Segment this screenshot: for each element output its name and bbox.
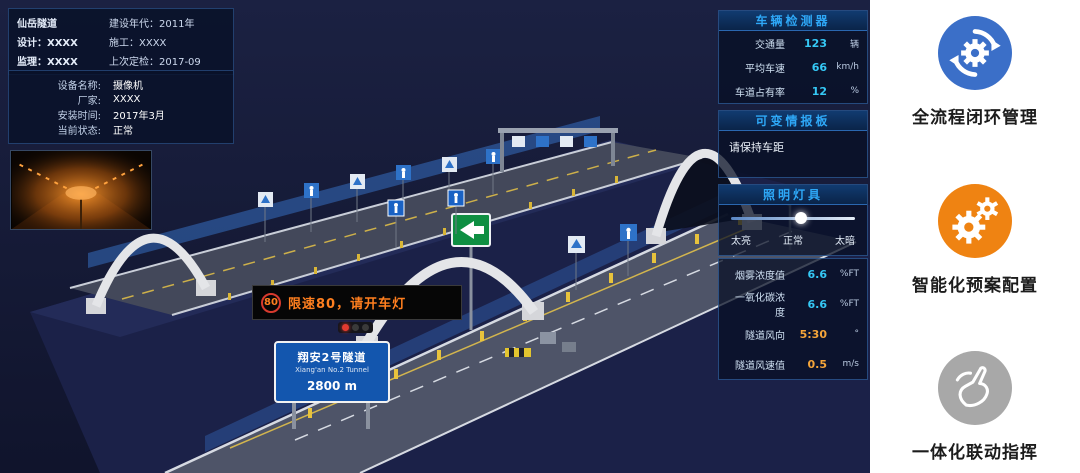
device-row: 设备名称: 摄像机 — [17, 77, 225, 92]
device-info-panel: 设备名称: 摄像机 厂家: XXXX 安装时间: 2017年3月 当前状态: 正… — [8, 70, 234, 144]
wind-speed-unit: m/s — [842, 359, 860, 369]
guide-sign-title: 翔安2号隧道 — [297, 351, 367, 364]
far-roadway — [69, 141, 703, 316]
feature-caption: 智能化预案配置 — [912, 275, 1038, 296]
traffic-volume-label: 交通量 — [755, 39, 785, 51]
sign-gantry — [498, 128, 618, 172]
tunnel-supervisor: 监理：XXXX — [17, 57, 78, 68]
device-row: 当前状态: 正常 — [17, 122, 225, 137]
lane-direction-sign[interactable] — [451, 213, 491, 330]
avg-speed-unit: km/h — [836, 62, 859, 72]
device-row: 厂家: XXXX — [17, 92, 225, 107]
brightness-slider-knob[interactable] — [795, 212, 808, 224]
lane-occupancy-label: 车道占有率 — [735, 87, 785, 99]
device-name-value: 摄像机 — [113, 81, 143, 92]
metric-row: 车道占有率 12 % — [719, 79, 867, 103]
tunnel-last-check: 上次定检：2017-09 — [109, 57, 201, 68]
smoke-density-unit: %FT — [839, 269, 859, 279]
feature-caption: 一体化联动指挥 — [912, 443, 1038, 463]
tunnel-info-panel: 仙岳隧道 建设年代：2011年 设计：XXXX 施工：XXXX 监理：XXXX … — [8, 8, 234, 75]
co-density-value: 6.6 — [807, 297, 828, 311]
metric-row: 隧道风向 5:30 ° — [719, 319, 867, 349]
signal-red-light — [342, 324, 349, 331]
signal-yellow-light — [352, 324, 359, 331]
device-install-label: 安装时间: — [57, 111, 101, 122]
traffic-signal[interactable] — [338, 322, 373, 333]
wind-speed-label: 隧道风速值 — [735, 360, 785, 372]
metric-row: 平均车速 66 km/h — [719, 55, 867, 79]
tunnel-contractor: 施工：XXXX — [109, 38, 167, 49]
brightness-label-too-dark: 太暗 — [835, 236, 855, 247]
device-install-value: 2017年3月 — [113, 111, 165, 122]
vms-panel: 可变情报板 请保持车距 — [718, 110, 868, 178]
overhead-signboards[interactable] — [258, 149, 637, 290]
device-status-value: 正常 — [113, 126, 133, 137]
tunnel-name: 仙岳隧道 — [17, 19, 57, 30]
feature-caption: 全流程闭环管理 — [912, 108, 1038, 128]
vehicle-detector-title: 车辆检测器 — [719, 11, 867, 31]
vms-message-text[interactable]: 请保持车距 — [729, 141, 784, 154]
hand-pointer-icon — [938, 351, 1012, 425]
smoke-density-label: 烟雾浓度值 — [735, 270, 785, 282]
lane-occupancy-value: 12 — [811, 84, 827, 98]
feature-closed-loop[interactable]: 全流程闭环管理 — [912, 16, 1038, 128]
speed-limit-badge: 80 — [261, 292, 281, 313]
environment-panel: 烟雾浓度值 6.6 %FT 一氧化碳浓度 6.6 %FT 隧道风向 5:30 °… — [718, 258, 868, 380]
tunnel-guide-sign[interactable]: 翔安2号隧道 Xiang'an No.2 Tunnel 2800 m — [274, 341, 390, 403]
led-board-text: 限速80，请开车灯 — [288, 297, 407, 312]
vms-title: 可变情报板 — [719, 111, 867, 131]
traffic-volume-unit: 辆 — [849, 39, 859, 50]
lighting-title: 照明灯具 — [719, 185, 867, 205]
cycle-gear-icon — [938, 16, 1012, 90]
metric-row: 交通量 123 辆 — [719, 31, 867, 55]
lighting-panel: 照明灯具 太亮 正常 太暗 — [718, 184, 868, 256]
tunnel-3d-scene[interactable]: 80 限速80，请开车灯 翔安2号隧道 Xiang'an No.2 Tunnel… — [0, 0, 870, 473]
camera-feed-image — [11, 151, 151, 229]
traffic-volume-value: 123 — [804, 36, 827, 50]
device-row: 安装时间: 2017年3月 — [17, 107, 225, 122]
brightness-slider[interactable] — [731, 212, 855, 224]
feature-joint-command[interactable]: 一体化联动指挥 — [912, 351, 1038, 463]
avg-speed-value: 66 — [811, 60, 827, 74]
brightness-label-too-bright: 太亮 — [731, 236, 751, 247]
metric-row: 隧道风速值 0.5 m/s — [719, 349, 867, 379]
tunnel-designer: 设计：XXXX — [17, 38, 78, 49]
gears-icon — [938, 183, 1012, 258]
sign-pole — [366, 403, 370, 429]
device-vendor-value: XXXX — [113, 94, 141, 105]
co-density-label: 一氧化碳浓度 — [735, 293, 785, 319]
metric-row: 一氧化碳浓度 6.6 %FT — [719, 289, 867, 319]
device-name-label: 设备名称: — [57, 81, 101, 92]
wind-speed-value: 0.5 — [807, 357, 828, 371]
sign-pole — [292, 403, 296, 429]
wind-direction-value: 5:30 — [799, 327, 827, 341]
lane-occupancy-unit: % — [850, 86, 859, 96]
wind-direction-label: 隧道风向 — [745, 330, 785, 342]
brightness-label-normal: 正常 — [783, 236, 803, 247]
guide-sign-subtitle: Xiang'an No.2 Tunnel — [295, 366, 369, 374]
device-vendor-label: 厂家: — [77, 96, 101, 107]
signal-green-light — [362, 324, 369, 331]
co-density-unit: %FT — [839, 299, 859, 309]
vehicle-detector-panel: 车辆检测器 交通量 123 辆 平均车速 66 km/h 车道占有率 12 % — [718, 10, 868, 104]
metric-row: 烟雾浓度值 6.6 %FT — [719, 259, 867, 289]
pedestrian-signs[interactable] — [387, 189, 465, 247]
camera-feed-preview — [10, 150, 152, 230]
avg-speed-label: 平均车速 — [745, 63, 785, 75]
feature-sidebar: 全流程闭环管理 — [870, 0, 1080, 473]
smoke-density-value: 6.6 — [807, 267, 828, 281]
led-message-board[interactable]: 80 限速80，请开车灯 — [252, 285, 462, 320]
feature-smart-plans[interactable]: 智能化预案配置 — [912, 183, 1038, 296]
tunnel-build-year: 建设年代：2011年 — [109, 19, 195, 30]
guide-sign-distance: 2800 m — [306, 379, 358, 393]
device-status-label: 当前状态: — [57, 126, 101, 137]
wind-direction-unit: ° — [854, 329, 860, 339]
